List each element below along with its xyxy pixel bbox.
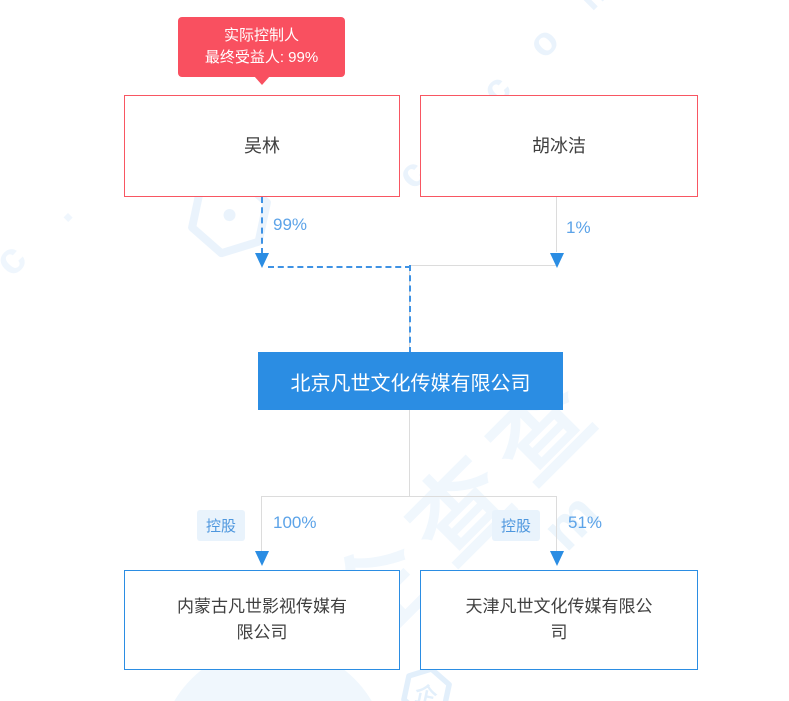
connector-vertical-from-company bbox=[409, 410, 410, 497]
subsidiary-name: 内蒙古凡世影视传媒有限公司 bbox=[177, 597, 347, 642]
arrow-down-icon bbox=[550, 551, 564, 566]
ownership-percent-label: 99% bbox=[273, 215, 308, 234]
subsidiary-node-tianjin[interactable]: 天津凡世文化传媒有限公司 bbox=[420, 570, 698, 670]
watermark-qcc-left: c . bbox=[0, 173, 96, 286]
holding-badge: 控股 bbox=[197, 510, 246, 541]
tooltip-line1: 实际控制人 bbox=[223, 27, 299, 44]
shareholder-node-wulin[interactable]: 吴林 bbox=[124, 95, 400, 197]
shareholder-node-hubingjie[interactable]: 胡冰洁 bbox=[420, 95, 698, 197]
connector-horizontal-right bbox=[411, 265, 557, 266]
watermark-hexagon-glyph: 企 bbox=[412, 680, 440, 701]
arrow-down-icon bbox=[255, 253, 269, 268]
arrow-down-icon bbox=[550, 253, 564, 268]
shareholder-name: 胡冰洁 bbox=[532, 136, 586, 156]
connector-vertical-middle-dashed bbox=[409, 265, 411, 353]
connector-dashed-horizontal-left bbox=[268, 266, 411, 268]
connector-horizontal-bottom bbox=[261, 496, 557, 497]
shareholder-name: 吴林 bbox=[244, 136, 280, 156]
connector-vertical-bottom-right bbox=[556, 496, 557, 551]
company-node-main[interactable]: 北京凡世文化传媒有限公司 bbox=[258, 352, 563, 410]
ownership-percent-label: 51% bbox=[568, 513, 603, 532]
connector-dashed-vertical-left bbox=[261, 197, 263, 254]
subsidiary-name: 天津凡世文化传媒有限公司 bbox=[465, 597, 653, 642]
connector-vertical-right bbox=[556, 197, 557, 252]
tooltip-pointer bbox=[254, 76, 270, 85]
subsidiary-node-neimenggu[interactable]: 内蒙古凡世影视传媒有限公司 bbox=[124, 570, 400, 670]
company-name: 北京凡世文化传媒有限公司 bbox=[290, 372, 531, 395]
holding-badge: 控股 bbox=[492, 510, 541, 541]
arrow-down-icon bbox=[255, 551, 269, 566]
ownership-percent-label: 1% bbox=[566, 218, 591, 237]
actual-controller-tooltip: 实际控制人 最终受益人: 99% bbox=[178, 17, 345, 85]
tooltip-line2: 最终受益人: 99% bbox=[204, 49, 319, 66]
ownership-percent-label: 100% bbox=[273, 513, 317, 532]
connector-vertical-bottom-left bbox=[261, 496, 262, 551]
